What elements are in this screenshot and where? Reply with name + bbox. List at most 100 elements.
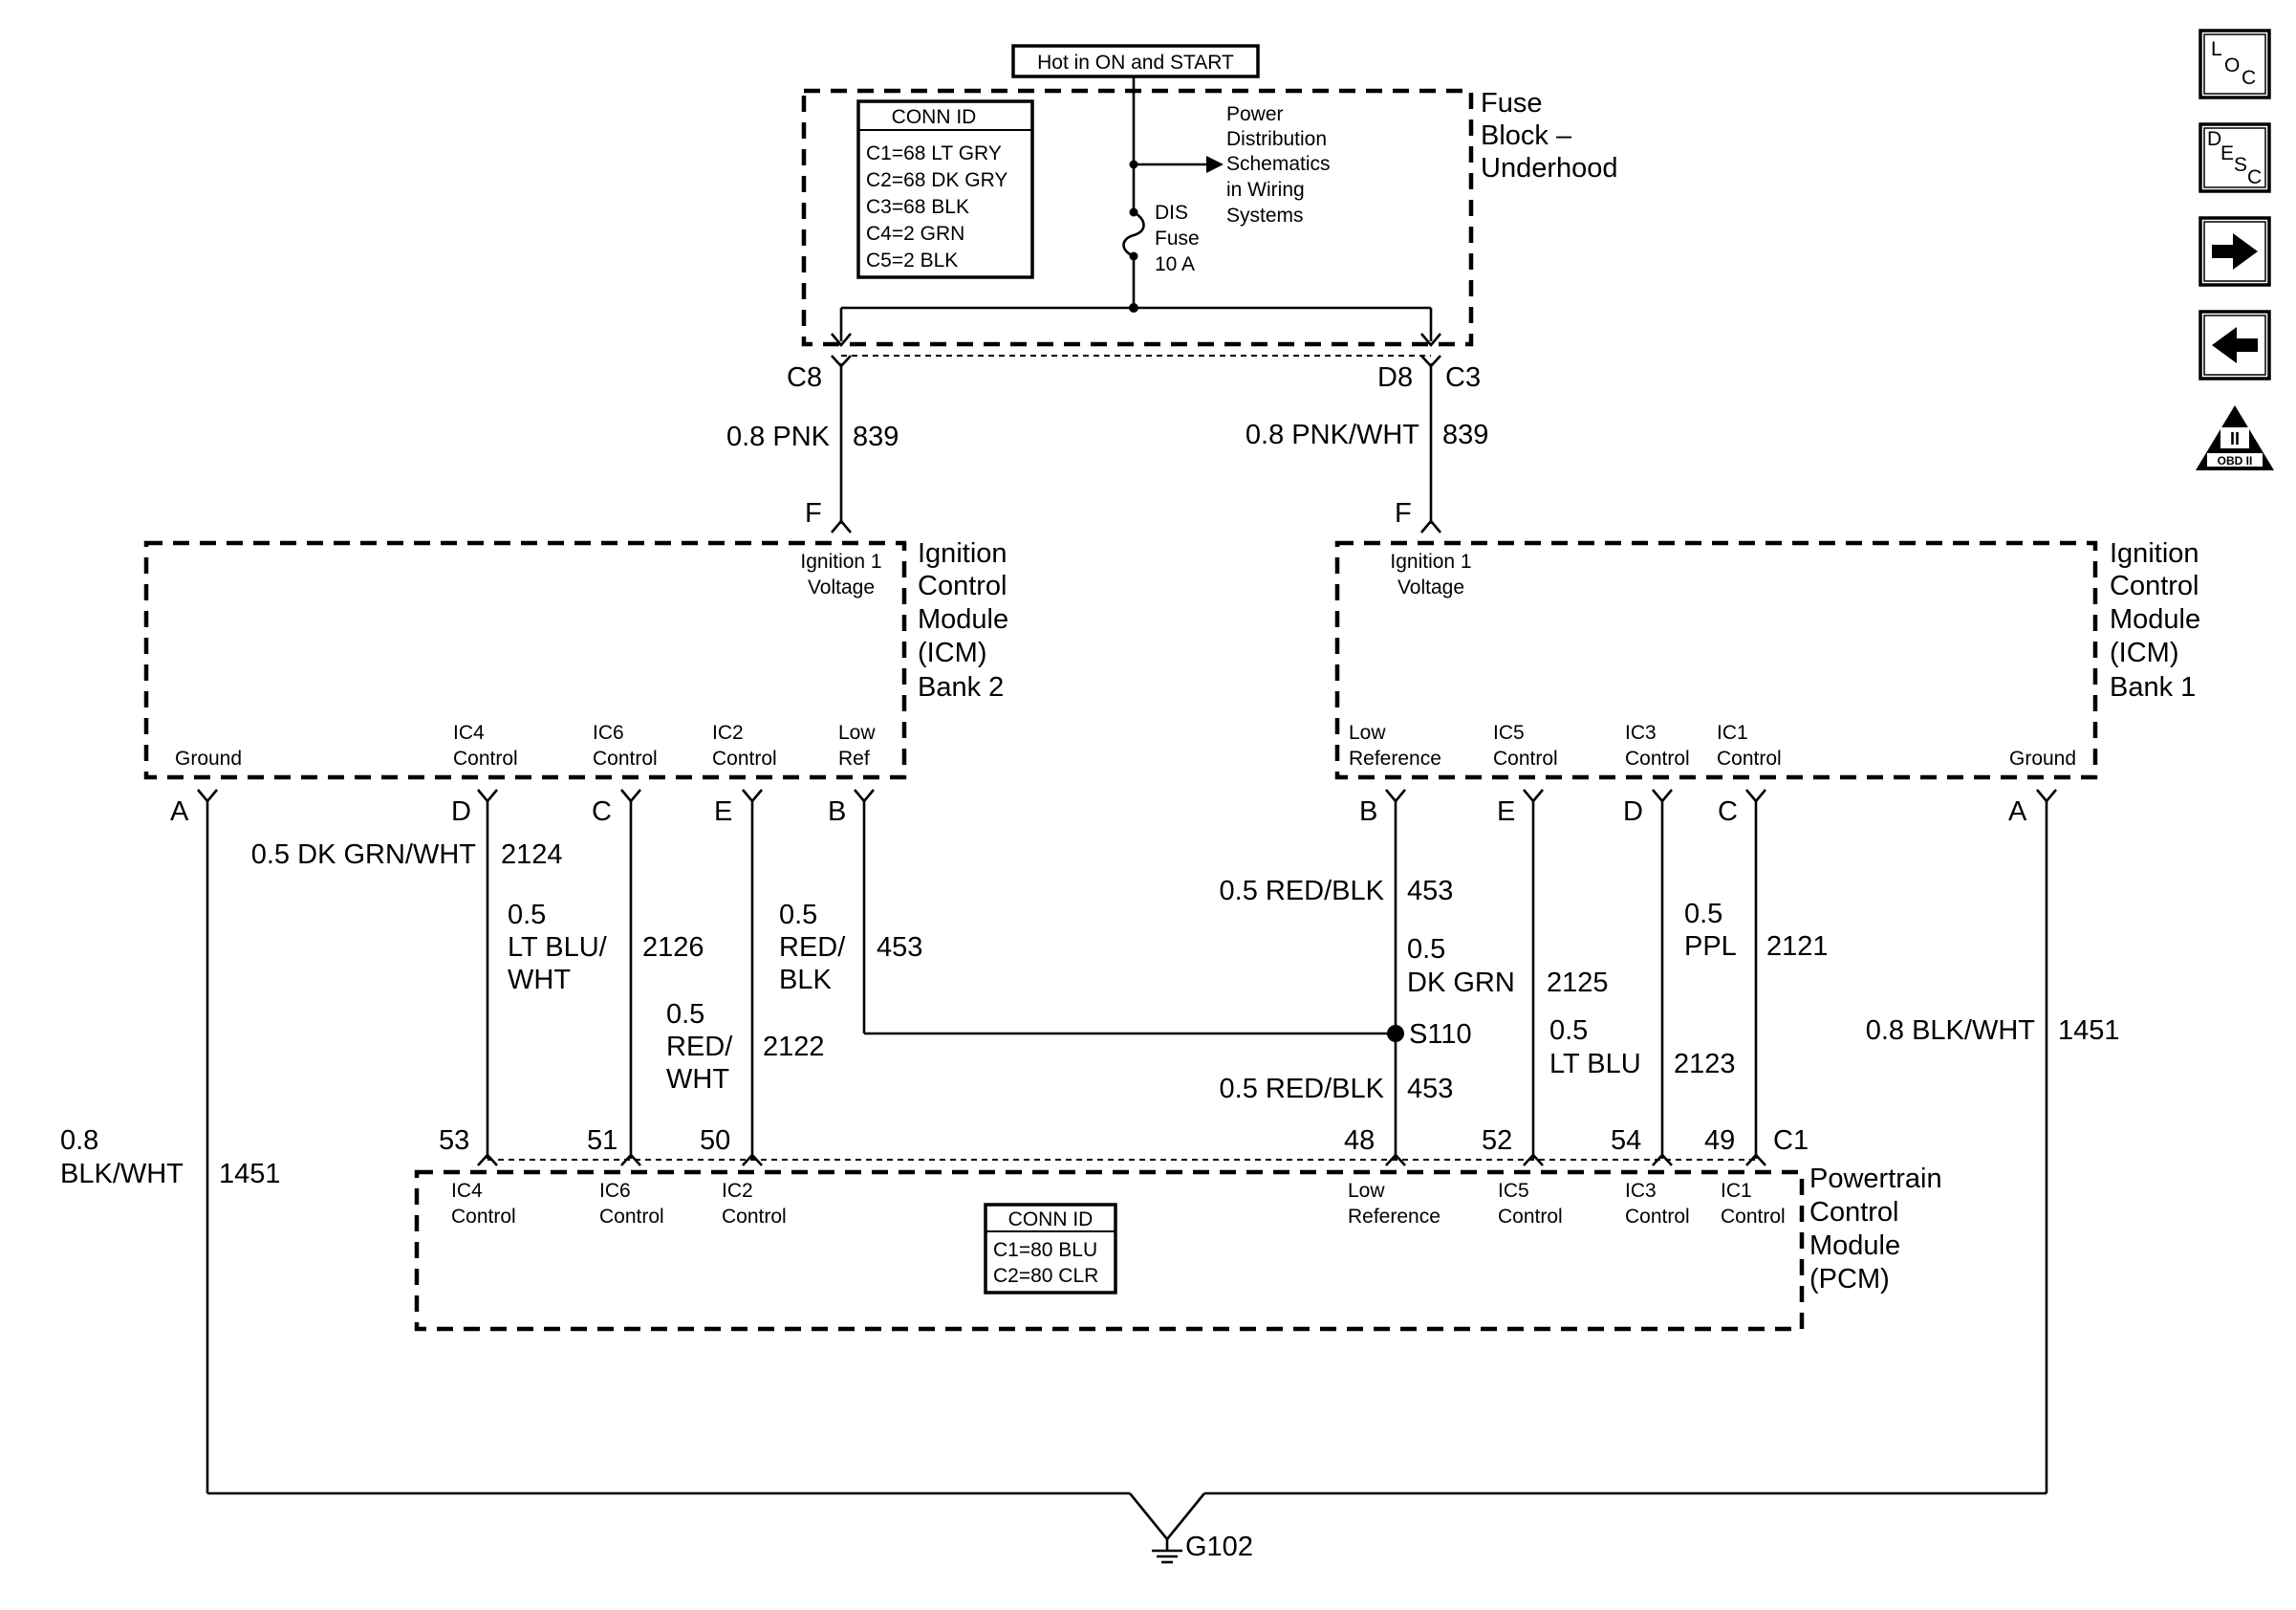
dis-fuse-icon bbox=[1122, 207, 1145, 261]
connector-arrow-icon bbox=[1420, 518, 1441, 533]
pin-label: 49 bbox=[1704, 1125, 1735, 1156]
pin-label: A bbox=[170, 796, 189, 827]
pin-label: 48 bbox=[1344, 1125, 1375, 1156]
ref-note-line: Distribution bbox=[1226, 128, 1327, 150]
wire-color-label: 0.5 bbox=[779, 900, 817, 930]
icm-title-line: (ICM) bbox=[918, 638, 986, 668]
desc-button[interactable]: D E S C bbox=[2199, 122, 2271, 193]
connector-arrow-icon bbox=[1745, 1153, 1766, 1166]
terminal-label: IC6 bbox=[593, 722, 624, 744]
wire-color-label: 0.5 bbox=[666, 999, 704, 1030]
terminal-label: IC5 bbox=[1493, 722, 1525, 744]
conn-id-line: C4=2 GRN bbox=[866, 223, 964, 245]
connector-label: C8 bbox=[787, 362, 822, 393]
left-arrow-icon bbox=[2212, 327, 2258, 363]
wire-color-label: 0.8 PNK bbox=[726, 422, 831, 452]
wire-color-label: WHT bbox=[666, 1064, 729, 1095]
fuse-label-line: Fuse bbox=[1155, 228, 1200, 250]
terminal-label: IC1 bbox=[1721, 1180, 1752, 1202]
wire-low-ref-bank1: S110 0.5 RED/BLK 453 0.5 RED/BLK 453 bbox=[1220, 789, 1472, 1166]
terminal-label: Low bbox=[838, 722, 876, 744]
terminal-label: Ground bbox=[175, 748, 242, 770]
splice-dot-icon bbox=[1387, 1025, 1404, 1042]
wire-ground-right: 0.8 BLK/WHT 1451 bbox=[1866, 789, 2120, 1493]
ignition-voltage-label: Voltage bbox=[1397, 577, 1464, 598]
fuse-block-title-1: Fuse bbox=[1481, 88, 1542, 119]
terminal-label: Control bbox=[1721, 1206, 1786, 1228]
connector-arrow-icon bbox=[1523, 1153, 1544, 1166]
conn-id-line: C1=68 LT GRY bbox=[866, 142, 1002, 164]
terminal-label: Control bbox=[722, 1206, 787, 1228]
wire-color-label: 0.5 bbox=[1684, 899, 1722, 929]
wire-color-label: 0.5 bbox=[1549, 1015, 1588, 1046]
terminal-label: IC6 bbox=[599, 1180, 631, 1202]
next-button[interactable] bbox=[2199, 216, 2271, 287]
circuit-number: 2123 bbox=[1674, 1049, 1736, 1079]
terminal-label: IC3 bbox=[1625, 1180, 1657, 1202]
pin-label: 52 bbox=[1482, 1125, 1512, 1156]
wire-ic4: 0.5 DK GRN/WHT 2124 bbox=[251, 789, 563, 1166]
icm-title-line: (ICM) bbox=[2110, 638, 2178, 668]
pin-label: D bbox=[1623, 796, 1643, 827]
wire-color-label: 0.5 bbox=[1407, 934, 1445, 965]
conn-id-title: CONN ID bbox=[892, 106, 977, 128]
desc-letter: D bbox=[2207, 128, 2221, 150]
ref-arrow-icon bbox=[1206, 156, 1224, 173]
connector-label: C3 bbox=[1445, 362, 1481, 393]
wire-color-label: 0.8 bbox=[60, 1125, 98, 1156]
obd-label: OBD II bbox=[2218, 454, 2253, 468]
terminal-label: Control bbox=[593, 748, 658, 770]
terminal-label: Control bbox=[453, 748, 518, 770]
pin-label: 50 bbox=[700, 1125, 730, 1156]
pin-label: D bbox=[451, 796, 471, 827]
pin-label: F bbox=[805, 498, 822, 529]
connector-arrow-icon bbox=[831, 333, 852, 348]
conn-id-line: C5=2 BLK bbox=[866, 250, 958, 272]
obd-ii-button[interactable]: II OBD II bbox=[2196, 405, 2274, 470]
circuit-number: 2124 bbox=[501, 839, 563, 870]
loc-button[interactable]: L O C bbox=[2199, 29, 2271, 99]
ground-label: G102 bbox=[1185, 1532, 1253, 1562]
circuit-number: 839 bbox=[853, 422, 899, 452]
loc-letter: O bbox=[2224, 54, 2240, 76]
terminal-label: IC1 bbox=[1717, 722, 1748, 744]
icm-bank-2: Ignition 1 Voltage Ignition Control Modu… bbox=[143, 538, 1008, 827]
connector-arrow-icon bbox=[1652, 1153, 1673, 1166]
icm-title-line: Bank 2 bbox=[918, 672, 1004, 703]
pcm-module: 53 51 50 48 52 54 49 C1 IC4 Control IC6 … bbox=[414, 1125, 1942, 1332]
circuit-number: 2125 bbox=[1547, 968, 1609, 998]
connector-arrow-icon bbox=[1420, 333, 1441, 348]
icm-title-line: Ignition bbox=[918, 538, 1007, 569]
icm-title-line: Ignition bbox=[2110, 538, 2199, 569]
fuse-block-title-3: Underhood bbox=[1481, 153, 1618, 184]
terminal-label: IC4 bbox=[453, 722, 485, 744]
icm-title-line: Module bbox=[918, 604, 1008, 635]
previous-button[interactable] bbox=[2199, 310, 2271, 381]
connector-label: C1 bbox=[1773, 1125, 1809, 1156]
pcm-title-line: (PCM) bbox=[1809, 1264, 1890, 1295]
pin-label: E bbox=[714, 796, 732, 827]
terminal-label: Low bbox=[1348, 1180, 1385, 1202]
desc-letter: C bbox=[2247, 166, 2262, 188]
ref-note-line: Power bbox=[1226, 103, 1284, 125]
pin-label: 54 bbox=[1611, 1125, 1641, 1156]
pin-label: 53 bbox=[439, 1125, 469, 1156]
wire-color-label: RED/ bbox=[666, 1032, 733, 1062]
icm-bank-1: Ignition 1 Voltage Ignition Control Modu… bbox=[1334, 538, 2200, 827]
fuse-label-line: DIS bbox=[1155, 202, 1188, 224]
desc-letter: E bbox=[2220, 142, 2234, 164]
icm-title-line: Control bbox=[2110, 571, 2199, 601]
pcm-conn-id: CONN ID C1=80 BLU C2=80 CLR bbox=[984, 1203, 1117, 1295]
terminal-label: Control bbox=[712, 748, 777, 770]
circuit-number: 453 bbox=[877, 932, 922, 963]
terminal-label: Control bbox=[1493, 748, 1558, 770]
ref-note-line: Systems bbox=[1226, 205, 1304, 227]
wire-color-label: 0.5 bbox=[508, 900, 546, 930]
pin-label: F bbox=[1395, 498, 1412, 529]
feed-wire-right: D8 C3 0.8 PNK/WHT 839 F bbox=[1245, 355, 1488, 533]
wire-color-label: LT BLU/ bbox=[508, 932, 608, 963]
icm-title-line: Control bbox=[918, 571, 1007, 601]
ground-icon bbox=[1152, 1549, 1182, 1564]
wire-ic1: 0.5 PPL 2121 bbox=[1684, 789, 1829, 1166]
